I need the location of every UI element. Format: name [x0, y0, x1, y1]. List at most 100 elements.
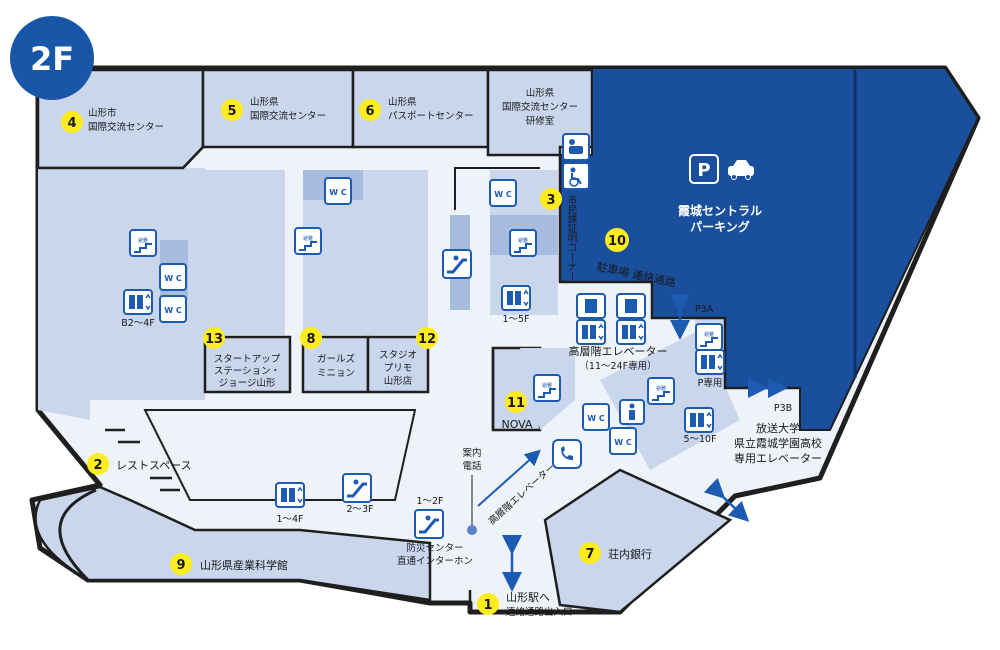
arrows: [502, 294, 788, 592]
svg-text:避難: 避難: [303, 235, 313, 242]
block-a: [205, 170, 285, 335]
svg-text:W C: W C: [494, 190, 512, 199]
area-5-l2: 国際交流センター: [250, 110, 326, 122]
wc-icon: W C: [609, 427, 637, 455]
area-5-l1: 山形県: [250, 96, 279, 108]
svg-text:7: 7: [585, 547, 594, 562]
store-12-l3: 山形店: [384, 375, 413, 387]
wc-icon: W C: [159, 295, 187, 323]
marker-3[interactable]: 3: [540, 188, 562, 210]
rest-space-stripes: [105, 428, 180, 492]
evacuation-stairs-icon: 避難: [509, 229, 537, 257]
marker-6[interactable]: 6: [359, 99, 381, 121]
area-4-l2: 国際交流センター: [88, 121, 164, 133]
floor-p3b: P3B: [774, 403, 792, 414]
marker-13[interactable]: 13: [203, 327, 225, 349]
floor-badge-label: 2F: [30, 40, 74, 78]
marker-2[interactable]: 2: [87, 453, 109, 475]
svg-text:W C: W C: [614, 438, 632, 447]
area-9-label: 山形県産業科学館: [200, 558, 288, 572]
escalator-icon: [342, 473, 372, 503]
info-phone-dot: [467, 525, 477, 535]
marker-10[interactable]: 10: [605, 228, 629, 252]
room-7[interactable]: [543, 468, 733, 614]
store-12[interactable]: [366, 335, 430, 394]
store-11-label: NOVA: [501, 418, 533, 431]
area-4-l1: 山形市: [88, 107, 117, 119]
floor-5-10f: 5～10F: [683, 434, 716, 445]
marker-11[interactable]: 11: [505, 391, 527, 413]
svg-text:8: 8: [306, 332, 315, 347]
marker-5[interactable]: 5: [221, 99, 243, 121]
marker-7[interactable]: 7: [579, 542, 601, 564]
escalator-icon: [442, 249, 472, 279]
svg-text:5: 5: [227, 104, 236, 119]
info-phone-l2: 電話: [462, 460, 482, 472]
svg-text:避難: 避難: [656, 385, 666, 392]
toilet-person-icon: [619, 399, 645, 425]
elevator-icon: [695, 349, 725, 375]
svg-text:12: 12: [418, 332, 436, 347]
parking-sign: P 霞城セントラル パーキング: [678, 154, 762, 234]
svg-text:11: 11: [507, 396, 525, 411]
svg-text:3: 3: [546, 193, 555, 208]
marker-9[interactable]: 9: [170, 553, 192, 575]
store-13-l1: スタートアップ: [214, 354, 281, 365]
wc-icon: W C: [582, 403, 610, 431]
elevator-icon: [275, 482, 305, 508]
elevator-icon: [501, 285, 531, 311]
elevator-icon: [616, 293, 646, 319]
evacuation-stairs-icon: 避難: [294, 227, 322, 255]
svg-text:W C: W C: [164, 306, 182, 315]
marker-8[interactable]: 8: [300, 327, 322, 349]
wc-icon: W C: [324, 177, 352, 205]
marker-12[interactable]: 12: [416, 327, 438, 349]
svg-text:避難: 避難: [704, 331, 714, 338]
escalator-wall: [454, 167, 540, 210]
intl-training-l3: 研修室: [526, 115, 555, 127]
univ-elev-l3: 専用エレベーター: [734, 452, 822, 465]
intl-training-l1: 山形県: [526, 87, 555, 99]
highrise-elev-l2: （11～24F専用）: [579, 360, 656, 372]
evacuation-stairs-icon: 避難: [129, 229, 157, 257]
svg-text:10: 10: [608, 234, 626, 249]
car-icon: [728, 160, 754, 180]
svg-text:6: 6: [365, 104, 374, 119]
floor-p3a: P3A: [695, 304, 714, 315]
area-1-l1: 山形駅へ: [506, 591, 550, 604]
floor-2-3f: 2～3F: [346, 504, 373, 515]
evacuation-stairs-icon: 避難: [695, 323, 723, 351]
univ-elev-l2: 県立霞城学園高校: [734, 436, 822, 450]
svg-text:避難: 避難: [138, 237, 148, 244]
marker-1[interactable]: 1: [477, 593, 499, 615]
diag-elev-arrow: [477, 449, 541, 507]
room-9[interactable]: [34, 485, 432, 602]
store-8-l1: ガールズ: [317, 353, 356, 365]
floor-1-5f: 1～5F: [502, 314, 529, 325]
floor-b2-4f: B2～4F: [121, 318, 155, 329]
nursing-room-icon: [562, 133, 590, 161]
svg-text:P: P: [697, 160, 710, 181]
svg-text:9: 9: [176, 558, 185, 573]
area-7-label: 荘内銀行: [608, 547, 652, 561]
floor-1-4f: 1～4F: [276, 514, 303, 525]
elevator-icon: [576, 293, 606, 319]
floor-1-2f: 1～2F: [416, 496, 443, 507]
area-6-l2: パスポートセンター: [388, 111, 474, 122]
curved-wall: [58, 488, 97, 582]
disaster-l1: 防災センター: [406, 542, 463, 554]
marker-4[interactable]: 4: [61, 111, 83, 133]
area-3-label: 市民課証明コーナー: [566, 194, 578, 280]
wc-icon: W C: [489, 179, 517, 207]
svg-text:2: 2: [93, 458, 102, 473]
store-12-l1: スタジオ: [379, 350, 417, 361]
svg-text:W C: W C: [587, 414, 605, 423]
floor-badge: 2F: [0, 0, 94, 100]
info-phone-l1: 案内: [462, 447, 481, 459]
escalator-icon: [414, 509, 444, 539]
evacuation-stairs-icon: 避難: [533, 374, 561, 402]
floor-p-only: P専用: [698, 377, 723, 389]
disaster-l2: 直通インターホン: [397, 555, 473, 567]
intl-training-l2: 国際交流センター: [502, 101, 578, 113]
